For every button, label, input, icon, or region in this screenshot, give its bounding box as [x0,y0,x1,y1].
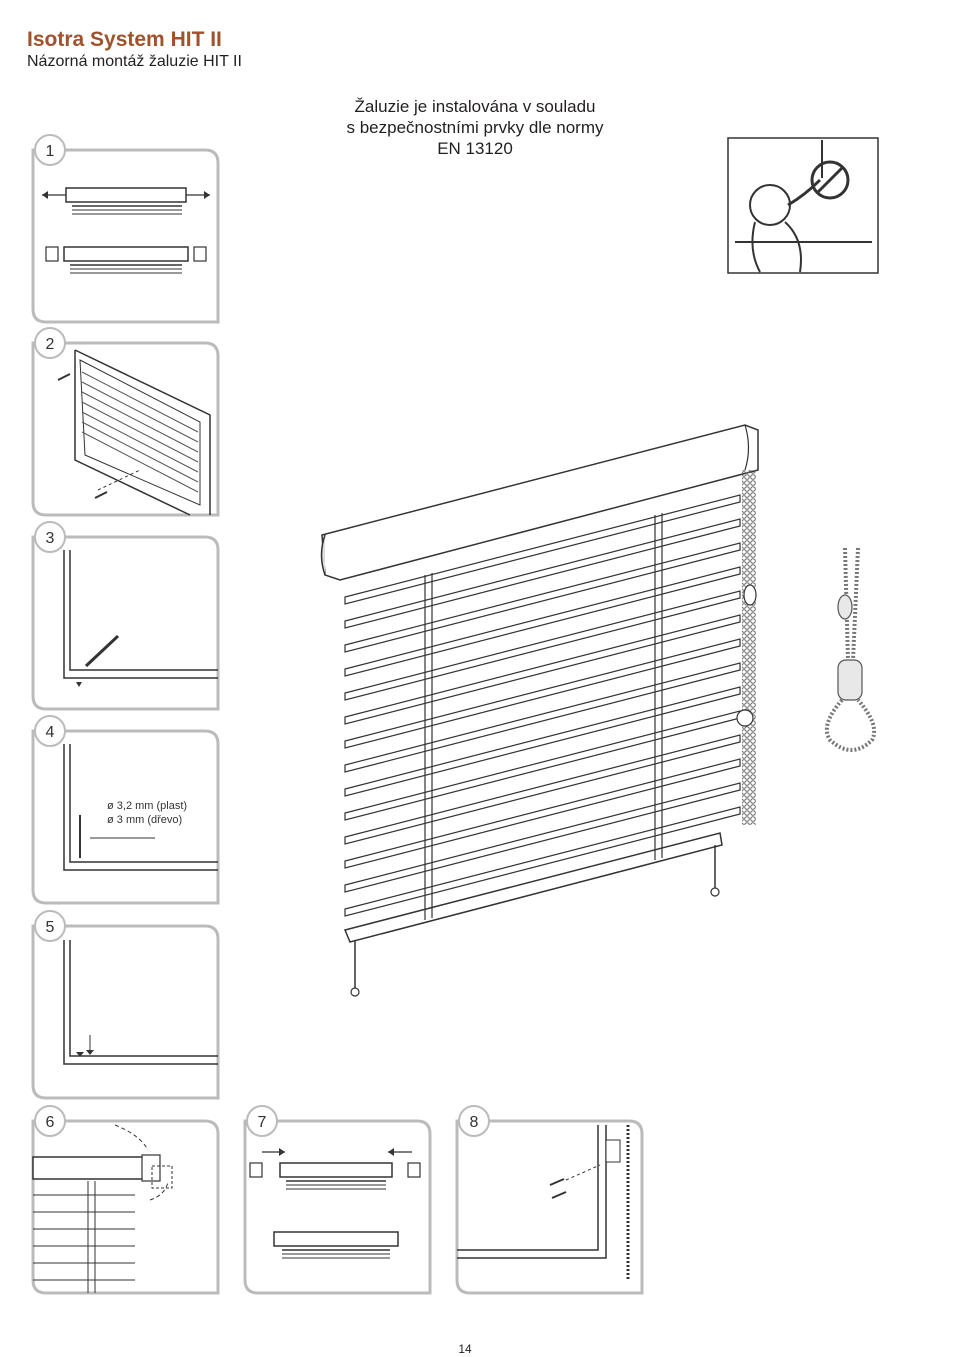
step-number: 1 [46,143,55,160]
step-number-badge [34,910,66,942]
safety-notice: Žaluzie je instalována v souladu s bezpe… [330,96,620,159]
headrail-drawing [65,187,187,203]
slats [344,494,741,917]
safety-notice-line: Žaluzie je instalována v souladu [354,97,596,116]
arrow-right-icon [279,1148,285,1156]
bracket-icon [249,1162,263,1178]
page-number: 14 [458,1342,472,1356]
step-number-badge [34,715,66,747]
safety-chain-detail [815,530,895,755]
step-number-badge [34,327,66,359]
safety-breakaway-icon [837,659,863,701]
bracket-icon [141,1154,161,1182]
step-number-badge [246,1105,278,1137]
step-number-badge [34,134,66,166]
step-number: 8 [470,1114,479,1131]
prohibition-icon [810,160,850,200]
chain-connector-icon [743,584,757,606]
step-1-panel: 1 [31,134,220,324]
screw-icon [76,1052,84,1057]
page-subtitle: Názorná montáž žaluzie HIT II [27,53,242,70]
drill-size-wood: ø 3 mm (dřevo) [107,814,182,826]
step-4-panel: 4 ø 3,2 mm (plast) ø 3 mm (dřevo) [31,715,220,905]
drill-size-plastic: ø 3,2 mm (plast) [107,800,187,812]
chain-connector-icon [837,594,853,620]
screw-icon [549,1178,567,1199]
page-title: Isotra System HIT II [27,28,222,51]
step-number-badge [34,1105,66,1137]
step-3-panel: 3 [31,521,220,711]
step-number: 4 [46,724,55,741]
venetian-blind-drawing [320,424,759,997]
arrow-left-icon [42,191,48,199]
drill-bit-icon [84,634,120,668]
bracket-icon [45,246,59,262]
step-number-badge [34,521,66,553]
child-safety-pictogram [727,137,879,274]
bracket-icon [605,1139,621,1163]
step-number: 5 [46,919,55,936]
step-8-panel: 8 [455,1105,644,1295]
bead-chain [742,470,756,825]
step-number: 7 [258,1114,267,1131]
step-number-badge [458,1105,490,1137]
step-number: 2 [46,336,55,353]
arrow-right-icon [204,191,210,199]
step-5-panel: 5 [31,910,220,1100]
chain-tensioner-icon [736,709,754,727]
bracket-icon [407,1162,421,1178]
bracket-icon [193,246,207,262]
hold-down-pin-icon [710,887,720,897]
step-2-panel: 2 [31,327,220,517]
screw-icon [57,373,108,499]
safety-notice-line: s bezpečnostními prvky dle normy [346,118,604,137]
rotate-arrow-icon [114,1124,149,1151]
step-number: 6 [46,1114,55,1131]
hold-down-pin-icon [350,987,360,997]
bottom-rail [343,832,723,943]
step-7-panel: 7 [243,1105,432,1295]
safety-notice-line: EN 13120 [437,139,513,158]
step-6-panel: 6 [31,1105,220,1295]
arrow-left-icon [388,1148,394,1156]
step-number: 3 [46,530,55,547]
